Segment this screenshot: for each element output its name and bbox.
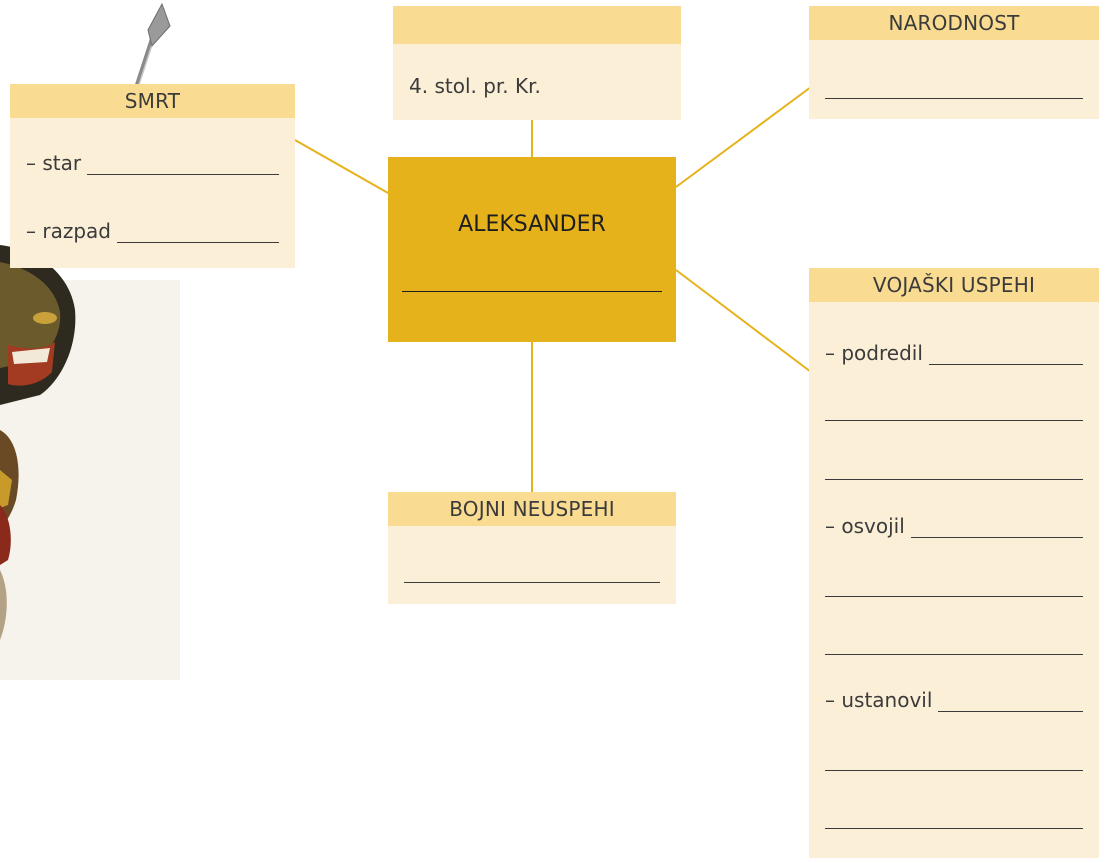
vojaski-row-blank <box>825 806 1083 829</box>
narodnost-box: NARODNOST <box>809 6 1099 119</box>
smrt-row-label: – star <box>26 151 82 175</box>
time-header <box>393 6 681 44</box>
time-row: 4. stol. pr. Kr. <box>409 74 665 98</box>
vojaski-uspehi-header: VOJAŠKI USPEHI <box>809 268 1099 302</box>
answer-blank[interactable] <box>825 806 1083 829</box>
vojaski-row-blank <box>825 748 1083 771</box>
vojaski-row-blank <box>825 398 1083 421</box>
answer-blank[interactable] <box>116 220 279 243</box>
smrt-row-label: – razpad <box>26 219 111 243</box>
bojni-neuspehi-header: BOJNI NEUSPEHI <box>388 492 676 526</box>
answer-blank[interactable] <box>402 269 662 292</box>
answer-blank[interactable] <box>825 748 1083 771</box>
center-title: ALEKSANDER <box>458 212 606 237</box>
vojaski-row-label: – podredil <box>825 341 923 365</box>
narodnost-header: NARODNOST <box>809 6 1099 40</box>
connector-vojaski <box>675 269 812 373</box>
answer-blank[interactable] <box>87 152 279 175</box>
answer-blank[interactable] <box>910 515 1083 538</box>
bojni-neuspehi-row <box>404 560 660 583</box>
answer-blank[interactable] <box>825 574 1083 597</box>
answer-blank[interactable] <box>825 457 1083 480</box>
vojaski-row-label: – ustanovil <box>825 688 933 712</box>
smrt-box: SMRT – star – razpad <box>10 84 295 268</box>
answer-blank[interactable] <box>928 342 1083 365</box>
vojaski-row-blank <box>825 574 1083 597</box>
smrt-row-razpad: – razpad <box>26 219 279 243</box>
smrt-row-star: – star <box>26 151 279 175</box>
smrt-header: SMRT <box>10 84 295 118</box>
vojaski-row-blank <box>825 632 1083 655</box>
vojaski-row-osvojil: – osvojil <box>825 514 1083 538</box>
bojni-neuspehi-box: BOJNI NEUSPEHI <box>388 492 676 604</box>
vojaski-row-blank <box>825 457 1083 480</box>
answer-blank[interactable] <box>825 398 1083 421</box>
answer-blank[interactable] <box>825 76 1083 99</box>
center-box: ALEKSANDER <box>388 157 676 342</box>
time-box: 4. stol. pr. Kr. <box>393 6 681 120</box>
warrior-illustration <box>0 2 180 680</box>
answer-blank[interactable] <box>404 560 660 583</box>
answer-blank[interactable] <box>825 632 1083 655</box>
vojaski-uspehi-box: VOJAŠKI USPEHI – podredil – osvojil – us… <box>809 268 1099 858</box>
center-row <box>402 269 662 292</box>
narodnost-row <box>825 76 1083 99</box>
connector-narodnost <box>675 86 812 188</box>
vojaski-row-ustanovil: – ustanovil <box>825 688 1083 712</box>
vojaski-row-label: – osvojil <box>825 514 905 538</box>
vojaski-row-podredil: – podredil <box>825 341 1083 365</box>
time-text: 4. stol. pr. Kr. <box>409 74 541 98</box>
connector-smrt <box>294 139 389 194</box>
answer-blank[interactable] <box>938 689 1083 712</box>
